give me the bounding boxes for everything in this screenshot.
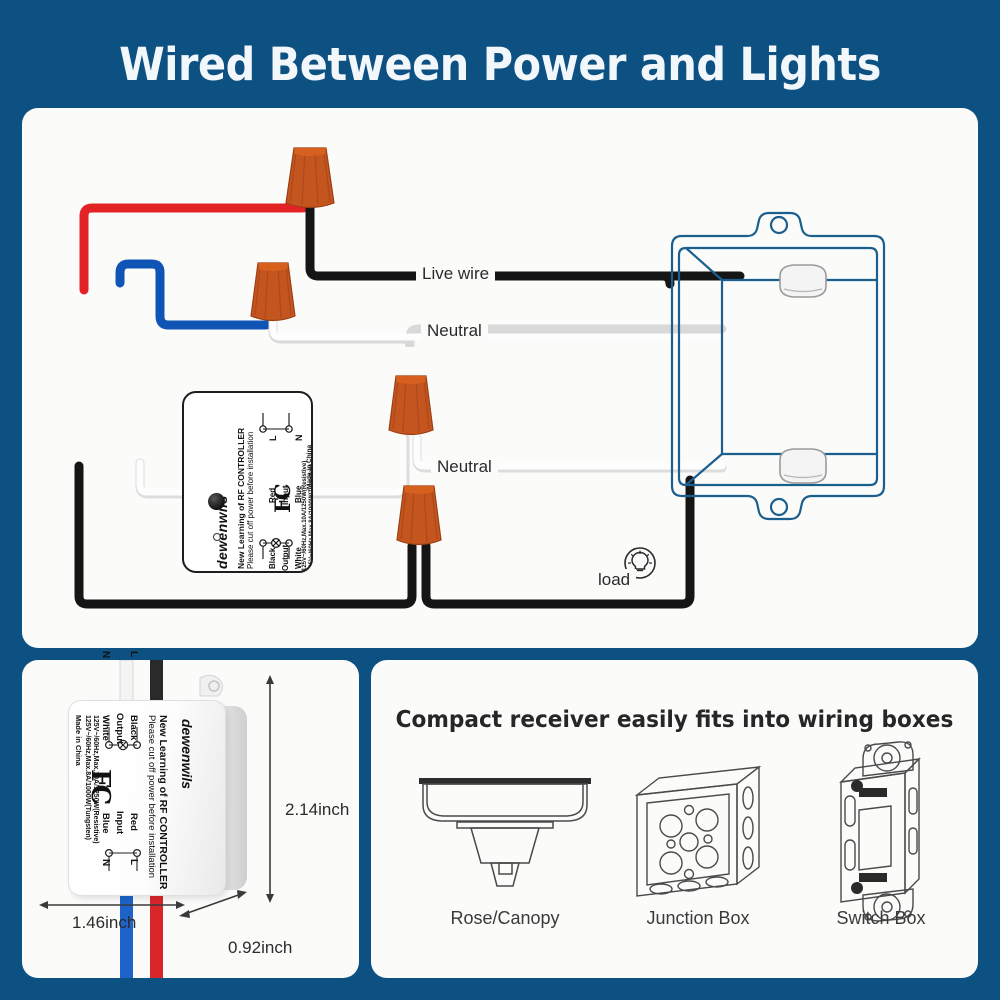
label-neutral-top: Neutral [421, 320, 488, 343]
product-front-face: dewenwils New Learning of RF CONTROLLER … [68, 651, 226, 896]
product-photo-svg [39, 660, 274, 978]
product-output-terminal-n: N [100, 651, 111, 659]
boxes-panel-heading: Compact receiver easily fits into wiring… [395, 707, 954, 733]
wiring-diagram-svg [74, 147, 886, 609]
wire-white-pigtail [119, 660, 134, 705]
learning-button[interactable] [208, 493, 225, 510]
wire-black-pigtail [150, 660, 163, 704]
box-caption-switch-box: Switch Box [836, 908, 926, 928]
switch-box-icon [839, 741, 921, 922]
dimension-depth-label: 0.92inch [228, 938, 293, 957]
wire-blue-pigtail [120, 896, 133, 978]
product-terminal-symbols [104, 727, 141, 871]
wire-neutral-white-top [269, 274, 726, 341]
wiring-boxes-panel: Compact receiver easily fits into wiring… [371, 660, 978, 978]
rf-receiver-device: dewenwils New Learning of RF CONTROLLER … [182, 391, 313, 573]
wire-neutral-white-lower [413, 434, 726, 470]
cable-clamp-bottom [779, 448, 827, 484]
wire-nut-3 [388, 375, 434, 436]
dimension-height-label: 2.14inch [285, 800, 350, 819]
wire-nut-4 [396, 485, 442, 546]
label-load: load [592, 569, 637, 592]
electrical-box [670, 211, 886, 521]
light-bulb-icon [624, 547, 656, 579]
ceiling-rose-icon [419, 778, 591, 887]
box-caption-junction-box: Junction Box [646, 908, 750, 928]
product-output-terminal-l: L [128, 651, 139, 658]
page-title: Wired Between Power and Lights [119, 38, 881, 91]
device-label-face: dewenwils New Learning of RF CONTROLLER … [184, 393, 311, 571]
box-caption-rose-canopy: Rose/Canopy [450, 908, 560, 928]
label-live-wire: Live wire [416, 263, 496, 286]
wire-load-black-to-box [421, 475, 695, 609]
wire-neutral-blue [115, 259, 278, 330]
device-terminal-symbols [259, 413, 293, 559]
label-neutral-bottom: Neutral [431, 456, 498, 479]
dimension-arrows [39, 675, 274, 918]
junction-box-icon [634, 765, 762, 897]
wire-nut-1 [285, 147, 335, 209]
wire-output-black-load [74, 461, 417, 609]
wire-red-pigtail [150, 896, 163, 978]
cable-clamp-top [779, 264, 827, 298]
wiring-boxes-svg [419, 741, 921, 922]
dimension-width-label: 1.46inch [72, 913, 137, 932]
wiring-diagram-panel: Live wire Neutral Neutral load dewenwils… [22, 108, 978, 648]
led-indicator [213, 533, 221, 541]
wire-nut-2 [250, 262, 296, 322]
